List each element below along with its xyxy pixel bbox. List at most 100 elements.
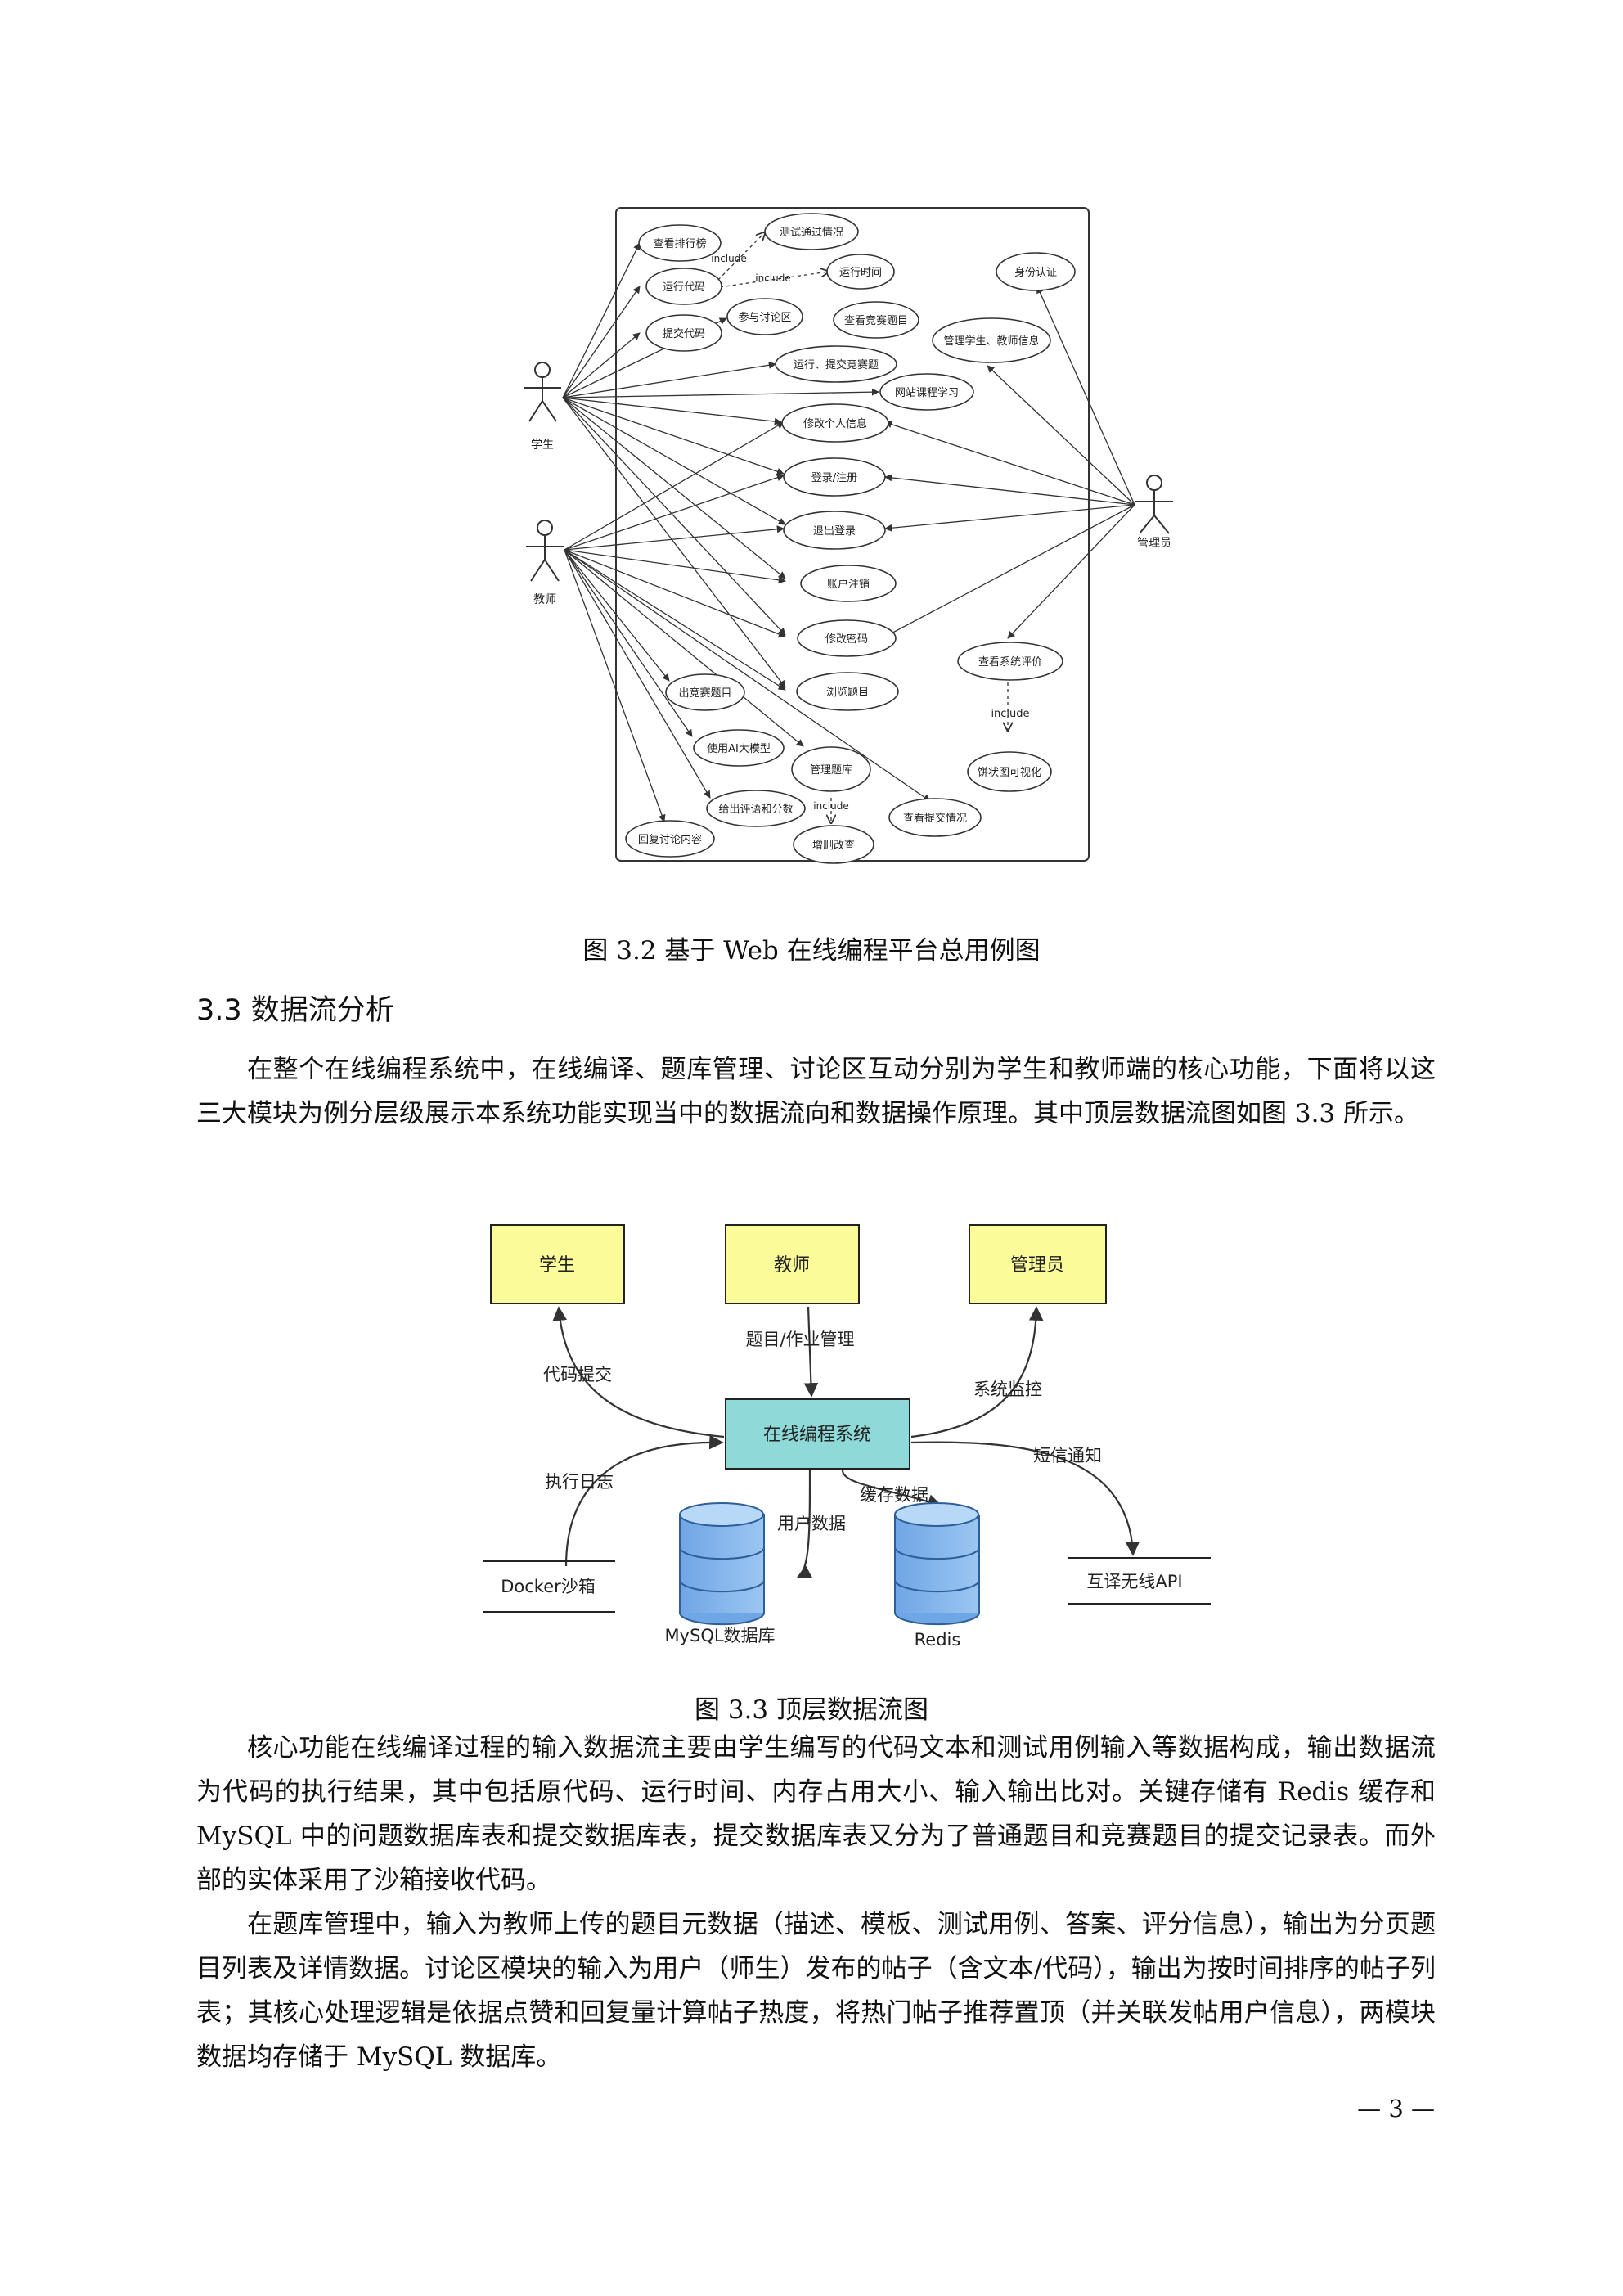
uc-label: 登录/注册: [812, 472, 857, 484]
flow-exec-log: [564, 1434, 724, 1567]
flow-code-submit: [552, 1306, 725, 1438]
flow-code-submit-label: 代码提交: [543, 1365, 612, 1384]
flow-user-data-label: 用户数据: [777, 1514, 846, 1533]
uc-contest-run-submit: [775, 345, 897, 383]
use-case-diagram: 学生 教师 管理员: [524, 207, 1173, 864]
uc-contest-problems: [833, 301, 919, 339]
uc-edit-profile: [781, 403, 889, 443]
entity-admin-label: 管理员: [1010, 1255, 1064, 1276]
paragraph-2: 核心功能在线编译过程的输入数据流主要由学生编写的代码文本和测试用例输入等数据构成…: [196, 1733, 1436, 1895]
uc-leaderboard: [638, 224, 722, 262]
uc-label: 管理题库: [810, 763, 852, 777]
uc-view-submissions: [888, 798, 982, 837]
actor-teacher: [526, 520, 564, 582]
uc-set-contest: [665, 673, 745, 711]
uc-logout: [783, 511, 886, 550]
actor-student: [524, 362, 561, 422]
actor-student-label: 学生: [531, 439, 554, 452]
entity-student-label: 学生: [539, 1255, 575, 1276]
flow-question-manage-label: 题目/作业管理: [745, 1330, 854, 1349]
figure-3-2-caption: 图 3.2 基于 Web 在线编程平台总用例图: [582, 936, 1041, 966]
uc-label: 管理学生、教师信息: [943, 335, 1039, 348]
store-docker-label: Docker沙箱: [501, 1577, 596, 1596]
flow-question-manage: [803, 1306, 819, 1398]
uc-submit-code: [645, 314, 722, 352]
uc-manage-bank: [791, 746, 871, 792]
flow-sms-label: 短信通知: [1033, 1446, 1102, 1465]
flow-user-data: [796, 1470, 813, 1578]
actor-admin-label: 管理员: [1137, 537, 1171, 550]
uc-label: 参与讨论区: [738, 311, 791, 324]
uc-reply-discussion: [625, 820, 715, 858]
uc-label: 提交代码: [663, 327, 705, 340]
uc-label: 给出评语和分数: [718, 804, 793, 816]
uc-label: 测试通过情况: [780, 227, 843, 239]
uc-crud: [793, 825, 874, 864]
uc-discussion: [726, 298, 803, 335]
uc-label: 运行时间: [839, 267, 882, 279]
process-label: 在线编程系统: [763, 1425, 871, 1445]
uc-label: 修改个人信息: [803, 417, 867, 430]
uc-label: 回复讨论内容: [638, 833, 702, 846]
store-mysql-label: MySQL数据库: [664, 1626, 775, 1645]
uc-label: 使用AI大模型: [707, 742, 771, 755]
include-label-3: include: [991, 708, 1029, 720]
uc-label: 账户注销: [827, 578, 870, 591]
flow-cache-data-label: 缓存数据: [860, 1485, 928, 1505]
include-label-1: include: [711, 253, 746, 264]
include-label-4: include: [813, 800, 848, 812]
paragraph-3: 在题库管理中，输入为教师上传的题目元数据（描述、模板、测试用例、答案、评分信息）…: [196, 1910, 1436, 2072]
uc-login: [783, 457, 886, 497]
section-heading: 3.3 数据流分析: [196, 994, 394, 1027]
flow-cache-data: [841, 1470, 942, 1509]
uc-manage-users: [932, 317, 1051, 363]
uc-label: 修改密码: [825, 633, 868, 646]
figure-3-3-caption: 图 3.3 顶层数据流图: [694, 1695, 928, 1725]
entity-admin: [969, 1224, 1107, 1304]
flow-exec-log-label: 执行日志: [545, 1472, 614, 1492]
uc-label: 增删改查: [812, 840, 855, 852]
mysql-database-icon: [679, 1502, 765, 1626]
uc-grading: [706, 790, 806, 827]
uc-identity-auth: [996, 252, 1076, 291]
redis-database-icon: [894, 1502, 980, 1626]
include-relations: [713, 232, 1008, 823]
uc-label: 查看系统评价: [978, 655, 1042, 669]
flow-monitor-label: 系统监控: [973, 1380, 1042, 1399]
uc-label: 查看排行榜: [653, 237, 706, 250]
uc-run-code: [645, 268, 722, 305]
store-redis-label: Redis: [915, 1630, 961, 1650]
include-label-2: include: [755, 272, 790, 284]
uc-label: 饼状图可视化: [978, 767, 1041, 779]
uc-label: 浏览题目: [826, 686, 869, 699]
uc-run-time: [826, 254, 895, 290]
uc-label: 查看竞赛题目: [844, 314, 908, 327]
uc-label: 身份认证: [1014, 266, 1057, 279]
uc-test-status: [764, 213, 859, 250]
uc-change-password: [797, 619, 897, 657]
entity-student: [490, 1224, 625, 1304]
actor-admin: [1135, 475, 1173, 534]
flow-monitor: [910, 1306, 1044, 1438]
entity-teacher-label: 教师: [774, 1255, 810, 1276]
uc-label: 运行代码: [663, 281, 705, 294]
uc-view-evaluation: [957, 642, 1063, 681]
uc-course-learning: [879, 373, 974, 411]
uc-pie-chart: [967, 751, 1052, 792]
page-number: — 3 —: [1357, 2095, 1435, 2123]
process-online-system: [725, 1398, 910, 1470]
uc-label: 查看提交情况: [903, 812, 967, 825]
entity-teacher: [725, 1224, 860, 1304]
uc-label: 运行、提交竞赛题: [794, 358, 879, 371]
flow-sms: [910, 1441, 1140, 1556]
uc-label: 出竞赛题目: [678, 687, 731, 700]
paragraph-1: 在整个在线编程系统中，在线编译、题库管理、讨论区互动分别为学生和教师端的核心功能…: [196, 1055, 1436, 1128]
data-flow-diagram: 学生 教师 管理员 在线编程系统 代码提交 题目/作业管理 系统监控 执行日志 …: [483, 1224, 1211, 1650]
actor-teacher-label: 教师: [533, 593, 556, 606]
uc-label: 退出登录: [813, 525, 856, 538]
store-api-label: 互译无线API: [1086, 1572, 1182, 1591]
uc-delete-account: [800, 565, 897, 602]
uc-label: 网站课程学习: [895, 386, 959, 399]
admin-associations: [884, 286, 1135, 639]
